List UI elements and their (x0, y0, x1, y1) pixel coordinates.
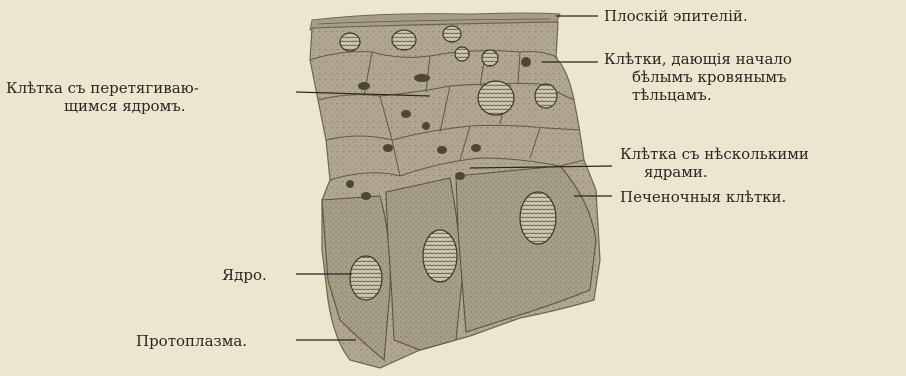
label-constricting-nucleus-cell: Клѣтка съ перетягиваю- щимся ядромъ. (6, 79, 199, 115)
label-liver-cells: Печеночныя клѣтки. (620, 188, 786, 206)
label-protoplasm: Протоплазма. (136, 332, 247, 350)
label-white-blood-cells: Клѣтки, дающія начало бѣлымъ кровянымъ т… (604, 50, 792, 104)
label-multinuclear-cell: Клѣтка съ нѣсколькими ядрами. (620, 145, 809, 181)
label-nucleus: Ядро. (222, 266, 267, 284)
label-squamous-epithelium: Плоскій эпителій. (604, 7, 748, 25)
